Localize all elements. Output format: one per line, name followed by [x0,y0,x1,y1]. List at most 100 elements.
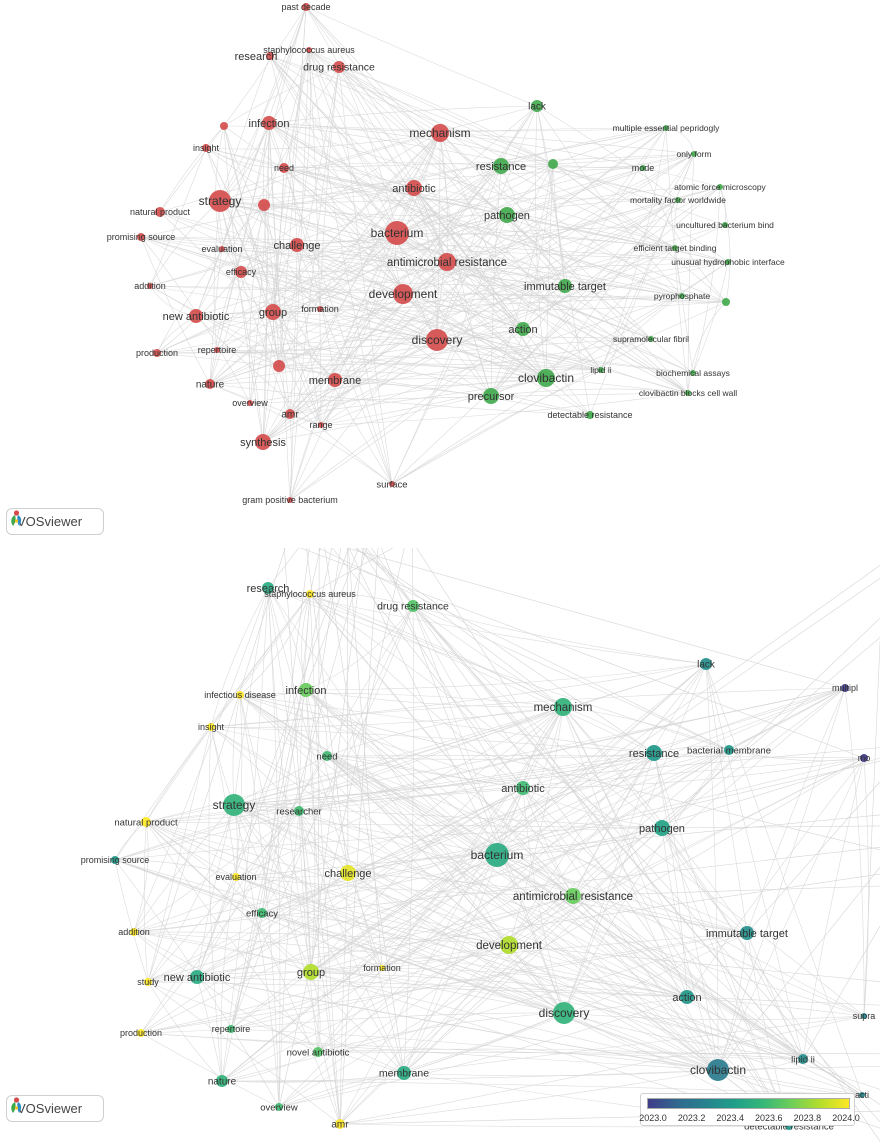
node-unlabeled-55[interactable] [722,298,730,306]
overlay-node-need[interactable] [322,751,332,761]
overlay-node-amr[interactable] [335,1119,345,1129]
overlay-node-nature[interactable] [216,1075,228,1087]
overlay-node-clovibactin[interactable] [707,1059,729,1081]
overlay-node-mo[interactable] [860,754,868,762]
overlay-nodes[interactable] [111,582,868,1130]
node-addition[interactable] [147,283,153,289]
node-development[interactable] [393,284,413,304]
node-insight[interactable] [202,144,210,152]
node-repertoire[interactable] [214,347,220,353]
overlay-node-multipl[interactable] [841,684,849,692]
node-uncultured-bacterium-bind[interactable] [722,222,728,228]
overlay-node-bacterium[interactable] [485,843,509,867]
node-formation[interactable] [317,306,323,312]
node-efficient-target-binding[interactable] [672,245,678,251]
node-infection[interactable] [262,116,276,130]
overlay-node-formation[interactable] [379,965,385,971]
network-nodes[interactable] [137,3,731,503]
overlay-node-overview[interactable] [275,1103,283,1111]
node-new-antibiotic[interactable] [189,309,203,323]
node-lipid-ii[interactable] [598,367,604,373]
overlay-node-promising-source[interactable] [111,856,119,864]
overlay-node-lipid-ii[interactable] [798,1054,808,1064]
overlay-node-group[interactable] [303,964,319,980]
node-unusual-hydrophobic-interface[interactable] [725,259,731,265]
overlay-node-membrane[interactable] [397,1066,411,1080]
overlay-node-research[interactable] [262,582,274,594]
node-synthesis[interactable] [255,434,271,450]
overlay-node-researcher[interactable] [294,806,304,816]
overlay-node-discovery[interactable] [553,1002,575,1024]
overlay-node-antimicrobial-resistance[interactable] [565,888,581,904]
node-unlabeled-58[interactable] [273,360,285,372]
overlay-node-insight[interactable] [207,723,215,731]
node-unlabeled-56[interactable] [258,199,270,211]
node-supramolecular-fibril[interactable] [648,336,654,342]
node-production[interactable] [153,349,161,357]
node-pathogen[interactable] [499,207,515,223]
overlay-node-addition[interactable] [130,928,138,936]
node-clovibactin-blocks-cell-wall[interactable] [685,390,691,396]
node-challenge[interactable] [290,238,304,252]
overlay-node-staphylococcus-aureus[interactable] [306,590,314,598]
overlay-node-action[interactable] [680,990,694,1004]
node-immutable-target[interactable] [558,279,572,293]
node-lack[interactable] [531,100,543,112]
node-evaluation[interactable] [219,246,225,252]
node-membrane[interactable] [328,373,342,387]
node-mortality-factor-worldwide[interactable] [675,197,681,203]
overlay-node-supra[interactable] [861,1013,867,1019]
overlay-node-development[interactable] [500,936,518,954]
node-only-form[interactable] [691,151,697,157]
overlay-node-antibiotic[interactable] [516,781,530,795]
node-pyrophosphate[interactable] [679,293,685,299]
node-natural-product[interactable] [155,207,165,217]
node-multiple-essential-pepridogly[interactable] [663,125,669,131]
overlay-node-bacterial-membrane[interactable] [724,745,734,755]
overlay-node-study[interactable] [144,978,152,986]
node-efficacy[interactable] [235,266,247,278]
node-surface[interactable] [389,481,395,487]
node-mechanism[interactable] [431,124,449,142]
node-precursor[interactable] [483,388,499,404]
vosviewer-brand-overlay[interactable]: VOSviewer [6,1095,104,1122]
node-clovibactin[interactable] [537,369,555,387]
overlay-node-immutable-target[interactable] [740,926,754,940]
node-resistance[interactable] [493,158,509,174]
overlay-node-production[interactable] [137,1029,145,1037]
node-gram-positive-bacterium[interactable] [287,497,293,503]
overlay-node-lack[interactable] [700,658,712,670]
node-discovery[interactable] [426,329,448,351]
overlay-node-novel-antibiotic[interactable] [313,1047,323,1057]
node-range[interactable] [318,422,324,428]
node-antimicrobial-resistance[interactable] [438,253,456,271]
node-strategy[interactable] [209,190,231,212]
overlay-node-natural-product[interactable] [141,817,151,827]
node-biochemical-assays[interactable] [690,370,696,376]
overlay-node-resistance[interactable] [646,745,662,761]
overlay-node-acti[interactable] [859,1092,865,1098]
node-atomic-force-microscopy[interactable] [717,184,723,190]
node-drug-resistance[interactable] [333,61,345,73]
node-past-decade[interactable] [302,3,310,11]
overlay-node-infection[interactable] [299,683,313,697]
node-unlabeled-54[interactable] [548,159,558,169]
overlay-node-drug-resistance[interactable] [407,600,419,612]
overlay-node-mechanism[interactable] [554,698,572,716]
node-research[interactable] [266,52,274,60]
node-action[interactable] [516,322,530,336]
node-promising-source[interactable] [137,233,145,241]
node-bacterium[interactable] [385,221,409,245]
node-amr[interactable] [285,409,295,419]
node-detectable-resistance[interactable] [586,411,594,419]
node-unlabeled-57[interactable] [220,122,228,130]
overlay-node-evaluation[interactable] [232,873,240,881]
overlay-node-strategy[interactable] [223,794,245,816]
node-antibiotic[interactable] [406,180,422,196]
overlay-node-infectious-disease[interactable] [236,691,244,699]
overlay-node-efficacy[interactable] [257,908,267,918]
